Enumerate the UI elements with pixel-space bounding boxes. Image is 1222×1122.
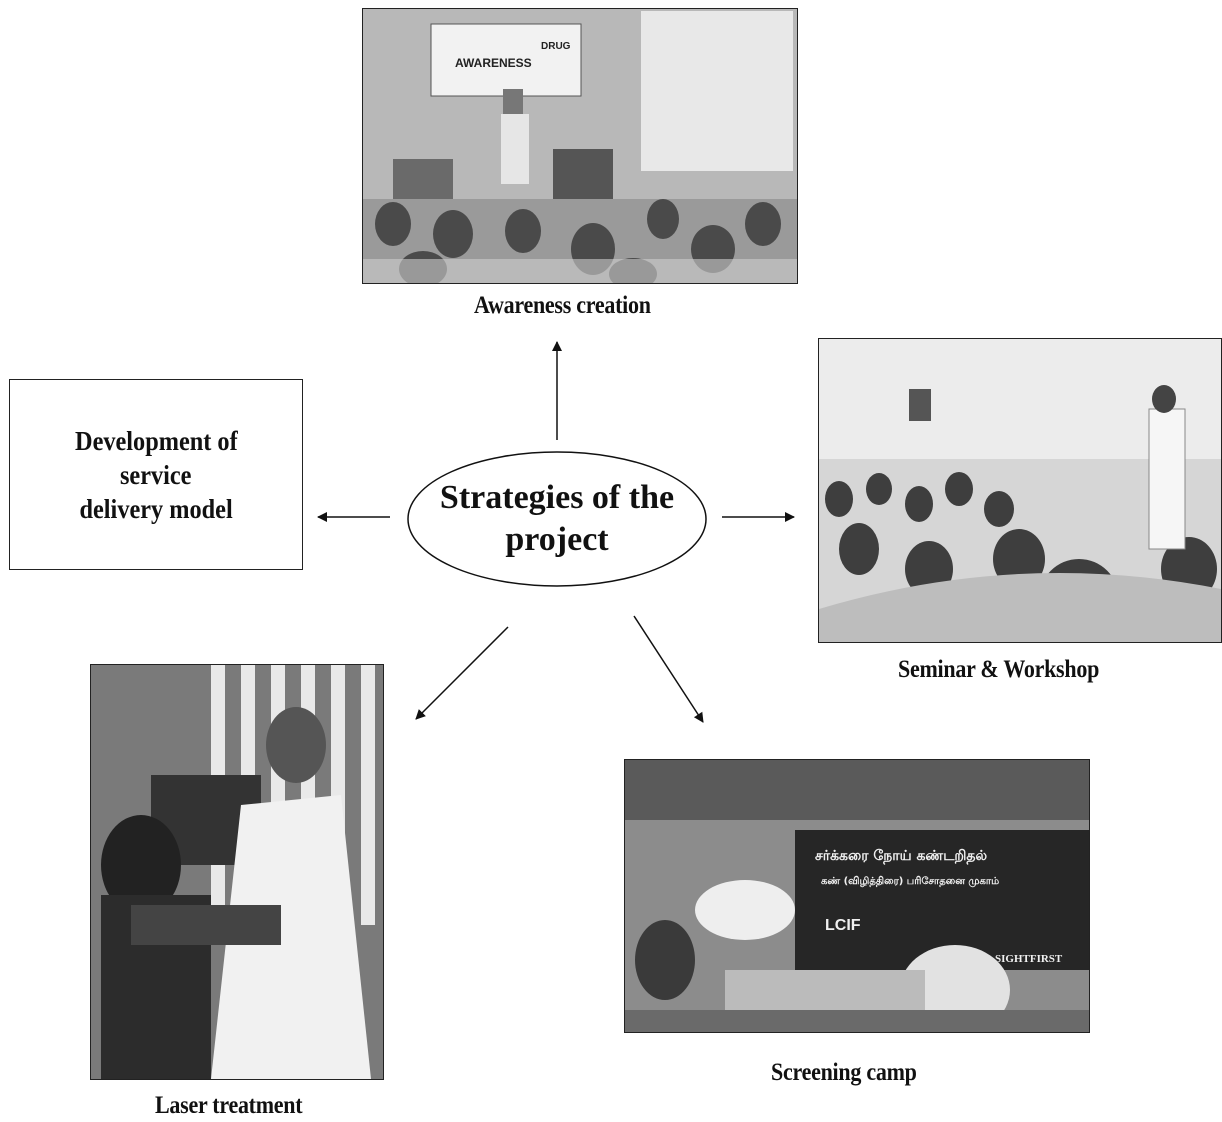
center-title-line1: Strategies of the [439, 479, 675, 516]
service-box-line1: Development of [74, 425, 238, 456]
screening-logo-lcif: LCIF [825, 917, 861, 934]
caption-laser: Laser treatment [155, 1092, 303, 1119]
screening-logo-sightfirst: SIGHTFIRST [995, 953, 1063, 965]
service-delivery-box: Development of service delivery model [9, 379, 303, 570]
screening-banner-line2: கண் (விழித்திரை) பரிசோதனை முகாம் [821, 875, 999, 887]
banner-awareness-text: AWARENESS [455, 56, 532, 70]
awareness-photo: DRUG AWARENESS [362, 8, 798, 284]
caption-seminar: Seminar & Workshop [898, 656, 1100, 683]
screening-banner-line1: சர்க்கரை நோய் கண்டறிதல் [815, 848, 988, 865]
service-box-line2: service [120, 459, 192, 490]
arrow-to-screening [633, 615, 704, 723]
caption-awareness: Awareness creation [474, 292, 651, 319]
laser-photo [90, 664, 384, 1080]
arrow-to-laser [415, 626, 509, 720]
seminar-photo [818, 338, 1222, 643]
center-title-line2: project [505, 521, 609, 558]
screening-photo: சர்க்கரை நோய் கண்டறிதல் கண் (விழித்திரை)… [624, 759, 1090, 1033]
banner-drug-text: DRUG [541, 41, 571, 52]
center-ellipse: Strategies of the project [406, 450, 708, 588]
service-box-line3: delivery model [79, 493, 233, 524]
caption-screening: Screening camp [771, 1059, 917, 1086]
